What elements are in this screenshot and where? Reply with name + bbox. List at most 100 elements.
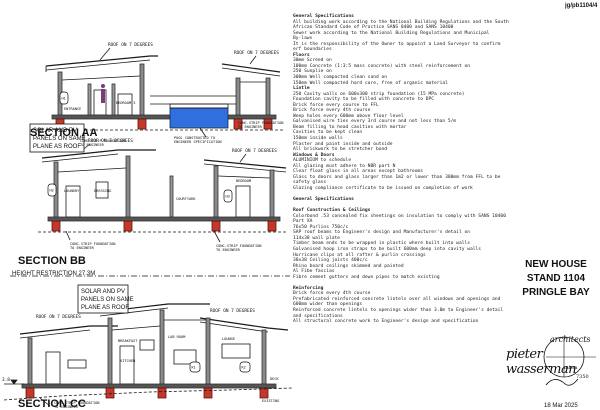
notes-line: 600mm wider than openings [293, 302, 363, 308]
pool-spec-label: ENGINEER SPECIFICATION [174, 140, 222, 144]
notes-line: 150mm inside walls [293, 136, 343, 142]
project-line-3: PRINGLE BAY [522, 287, 590, 298]
roof-label-cc-right: ROOF ON 7 DEGREES [210, 308, 255, 314]
notes-line: Cavities to be kept clean [293, 130, 363, 136]
room-lounge: LOUNGE [222, 337, 235, 341]
notes-line: Beam filling to head cavities with morta… [293, 124, 407, 130]
notes-line: safety glass [293, 180, 327, 186]
solar-callout-aa-3: PLANE AS ROOF [33, 144, 81, 150]
solar-callout-aa-box [29, 123, 85, 153]
solar-callout-cc-3: PLANE AS ROOF [81, 305, 129, 311]
bubble-k1 [189, 361, 201, 373]
bubble-h3-label: H3 [226, 195, 230, 199]
notes-line: All building work according to the Natio… [293, 19, 509, 25]
notes-line: Glazing compliance certificate to be iss… [293, 185, 473, 191]
roof-label-aa-left: ROOF ON 7 DEGREES [108, 42, 153, 48]
foundation-label-bb-2: CONC.STRIP FOUNDATION [216, 244, 261, 248]
foundation-label-aa-1: CONC.STRIP FOUNDATION [80, 139, 125, 143]
room-bedroom3: BEDROOM 3 [116, 101, 135, 105]
level-label: 3.8 [2, 377, 10, 383]
notes-heading: General Specifications [293, 14, 354, 19]
existing-label: EXISTING [262, 399, 279, 403]
solar-callout-cc-2: PANELS ON SAME [81, 297, 134, 303]
logo-mark [543, 336, 596, 386]
notes-line: Al Fibe fascias [293, 269, 335, 275]
foundation-label-aa-2: CONC.STRIP FOUNDATION [238, 121, 283, 125]
notes-line: African Standard Code of Practice SANS 0… [293, 25, 454, 31]
room-dressing: DRESSING [94, 189, 111, 193]
notes-line: erf boundaries [293, 47, 332, 53]
notes-line: 114x38 wall plate [293, 235, 341, 241]
section-bb-title: SECTION BB [18, 255, 86, 267]
notes-heading: Windows & Doors [293, 152, 335, 158]
notes-line: All glazing must adhere to NBR part N [293, 163, 396, 169]
notes-line: ALUMINIUM to schedule [293, 158, 352, 164]
notes-line: Sewer work according to the National Bui… [293, 30, 490, 36]
project-line-2: STAND 1104 [526, 273, 586, 284]
foundation-label-aa-1b: TO ENGINEER [80, 143, 105, 147]
notes-line: 300mm Well compacted clean sand on [293, 75, 388, 81]
pool-label: POOL CONSTRUCTED TO [174, 136, 215, 140]
notes-heading: Reinforcing [293, 285, 324, 291]
notes-line: SAP roof beams to Engineer's design and … [293, 230, 471, 236]
notes-line: Plaster and paint inside and outside [293, 141, 393, 147]
notes-line: Brick force every 4th course [293, 291, 371, 297]
notes-heading: General Specifications [293, 197, 354, 203]
logo-line4: 7350 [576, 374, 589, 380]
notes-line: 38x38 Ceiling joists 400c/c [293, 258, 368, 264]
notes-line: Prefabricated reinforced concrete lintel… [293, 296, 501, 302]
notes-line: 250 Sunplie on [293, 69, 332, 75]
date-stamp: 18 Mar 2025 [544, 403, 578, 409]
notes-heading: Roof Construction & Ceilings [293, 208, 371, 214]
notes-line: Hurricane clips at all rafter & purlin c… [293, 252, 426, 258]
section-aa-title: SECTION AA [30, 127, 98, 139]
foundation-label-ccb: TO ENGINEER [54, 405, 79, 409]
room-lab: LAB ROOM [168, 335, 186, 339]
solar-callout-cc-1: SOLAR AND PV [81, 289, 125, 295]
room-kitchen: KITCHEN [120, 359, 135, 363]
notes-line: 250 Cavity walls on 600x300 strip founda… [293, 91, 465, 97]
roof-label-cc-left: ROOF ON 7 DEGREES [36, 314, 81, 320]
foundation-label-bb-2b: TO ENGINEER [216, 248, 241, 252]
notes-line: All structural concrete work to Engineer… [293, 319, 479, 325]
notes-line: Galvanised wire ties every 3rd course an… [293, 119, 457, 125]
foundation-label-bb-1b: TO ENGINEER [70, 246, 95, 250]
section-cc-drawing [3, 275, 293, 407]
section-cc-title: SECTION CC [18, 398, 86, 410]
room-courtyard: COURTYARD [176, 197, 195, 201]
room-laundry: LAUNDRY [64, 189, 80, 193]
bubble-h2-label: H2 [50, 189, 54, 193]
room-entrance: ENTRANCE [64, 107, 81, 111]
notes-line: Fibre cement gutters and down pipes to m… [293, 274, 440, 280]
notes-line: Glass to doors and glass larger than 1m2… [293, 174, 501, 180]
bubble-h2 [47, 183, 57, 197]
height-restriction-label: HEIGHT RESTRICTION 27.3M [12, 271, 95, 277]
project-title-block: NEW HOUSE STAND 1104 PRINGLE BAY [516, 258, 596, 300]
foundation-label-cc: CONC.STRIP FOUNDATION [54, 401, 99, 405]
section-bb-drawing [38, 143, 288, 243]
notes-line: Foundation cavity to be filled with conc… [293, 97, 435, 103]
roof-label-bb-right: ROOF ON 7 DEGREES [232, 148, 277, 154]
logo-sub: architects [550, 335, 591, 344]
architect-logo: architects pieter wasserman mbsa 7350 [506, 327, 600, 393]
solar-callout-aa-1: SOLAR AND PV [33, 128, 77, 134]
notes-line: 100mm Concrete (1:3:5 mass concrete) wit… [293, 63, 471, 69]
bubble-k1-label: K1 [192, 366, 196, 370]
bubble-h3 [223, 189, 233, 203]
notes-line: and specifications [293, 313, 343, 319]
notes-line: Timber beam ends to be wrapped in plasti… [293, 241, 471, 247]
solar-callout-aa-2: PANELS ON SAME [33, 136, 86, 142]
bubble-h1 [59, 91, 69, 105]
notes-line: Brick force every course to FFL [293, 102, 379, 108]
notes-line: Weep holes every 600mm above floor level [293, 113, 404, 119]
solar-callout-cc-box [77, 284, 129, 314]
notes-line: 30mm Screed on [293, 58, 332, 64]
notes-line: Clear float glass in all areas except ba… [293, 169, 423, 175]
notes-line: By-laws [293, 36, 313, 42]
notes-line: 76x50 Purlins 750c/c [293, 224, 349, 230]
room-bedroom-bb: BEDROOM [236, 179, 252, 183]
notes-line: Colorbond .53 concealed fix sheetings on… [293, 213, 506, 219]
foundation-label-bb-1: CONC.STRIP FOUNDATION [70, 242, 115, 246]
